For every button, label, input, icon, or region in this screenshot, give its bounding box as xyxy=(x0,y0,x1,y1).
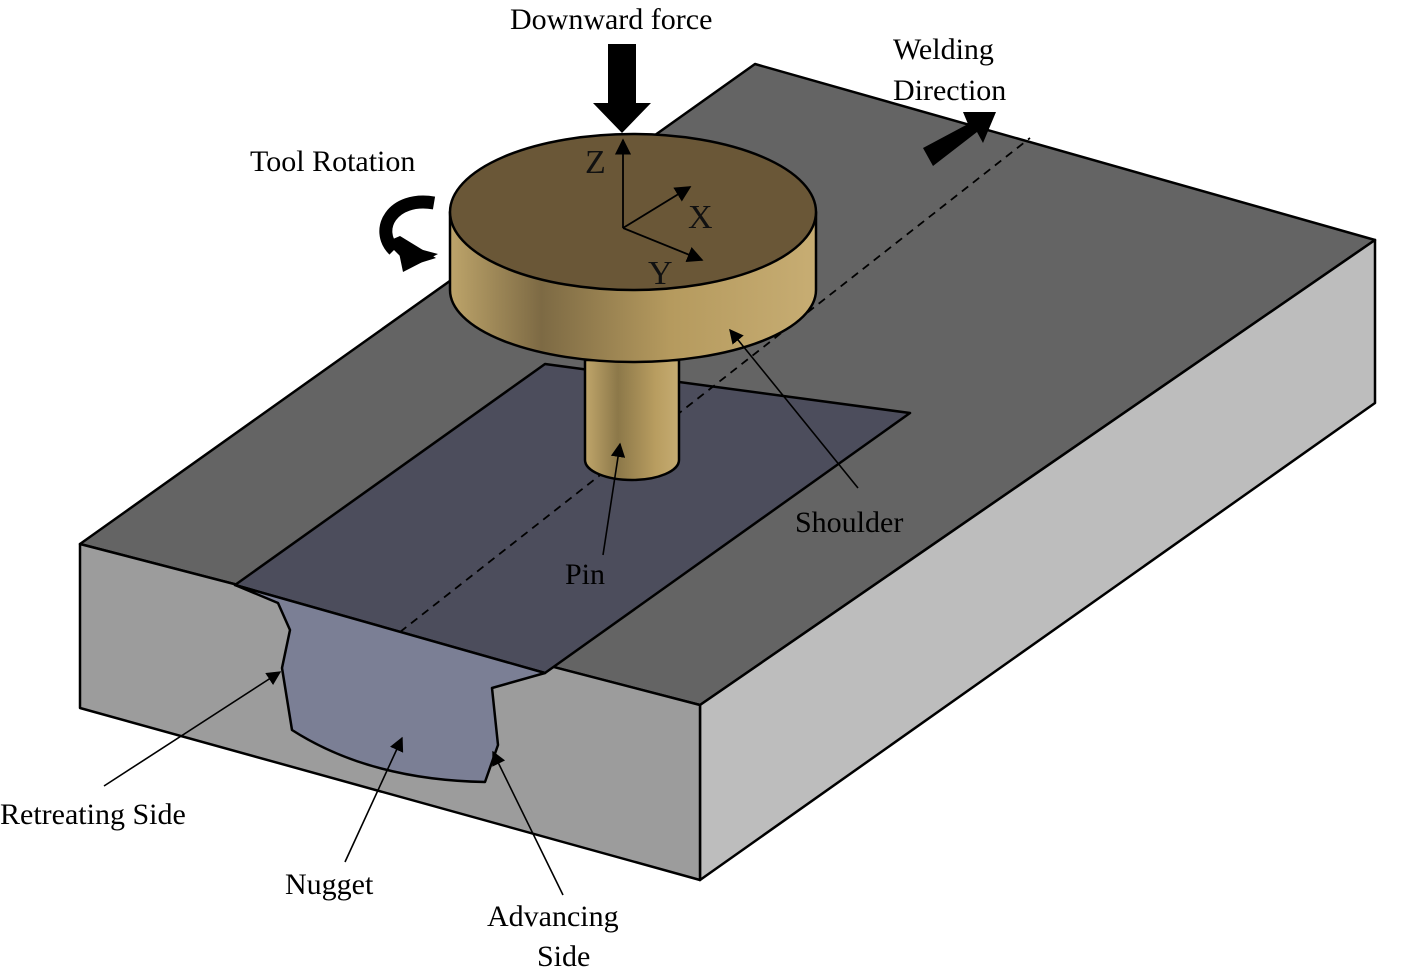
advancing-side-label-line1: Advancing xyxy=(487,900,619,933)
tool-pin xyxy=(583,358,681,482)
tool-rotation-arrow xyxy=(379,195,438,272)
shoulder-top-face xyxy=(448,132,818,292)
weld-centerline xyxy=(399,137,1031,633)
nugget-label: Nugget xyxy=(285,868,374,901)
tool-shoulder xyxy=(448,132,818,364)
welding-direction-arrow xyxy=(923,112,996,166)
axis-z-label: Z xyxy=(585,144,606,181)
tool-axes: Z X Y xyxy=(585,138,713,292)
retreating-side-label: Retreating Side xyxy=(0,798,186,831)
tool-rotation-label: Tool Rotation xyxy=(250,145,415,178)
downward-force-label: Downward force xyxy=(510,3,712,36)
axis-y-label: Y xyxy=(648,255,673,292)
leader-lines xyxy=(103,328,859,896)
shoulder-label: Shoulder xyxy=(795,506,903,539)
downward-force-arrow xyxy=(593,44,651,133)
welding-direction-label-line1: Welding xyxy=(893,33,994,66)
pin-label: Pin xyxy=(565,558,605,591)
nugget-cross-section xyxy=(233,583,547,784)
axis-x-label: X xyxy=(688,199,713,236)
welding-direction-label-line2: Direction xyxy=(893,74,1006,107)
advancing-side-label-line2: Side xyxy=(537,940,590,973)
